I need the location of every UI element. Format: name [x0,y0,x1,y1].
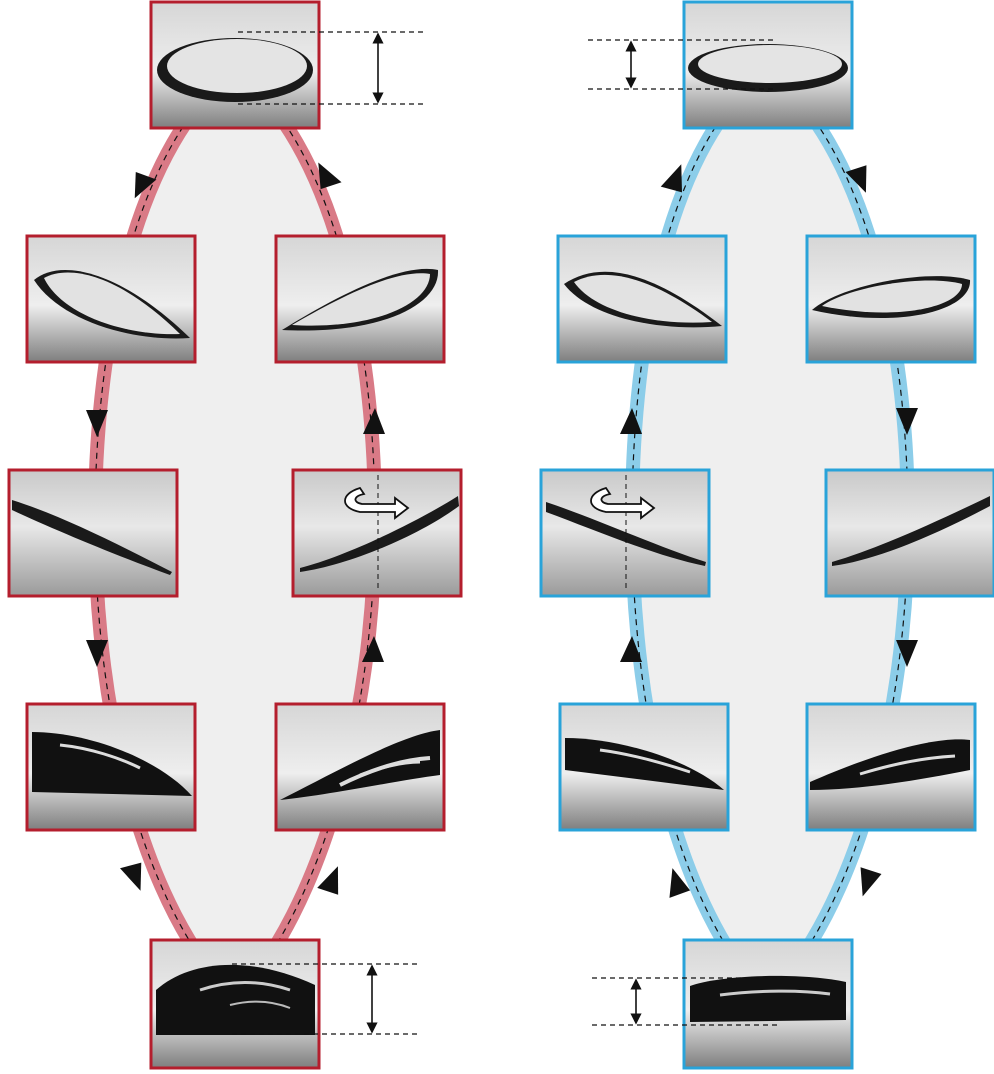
right-frame-upper-right [805,234,977,364]
right-top-height-marker [588,39,774,90]
flow-arrow-icon [620,408,642,434]
right-frame-lower-right [805,702,977,832]
right-bottom-height-marker [592,977,778,1026]
left-cycle [7,0,463,1070]
flow-arrow-icon [363,408,385,434]
flow-arrow-icon [362,636,384,662]
flow-arrow-icon [317,866,339,895]
left-frame-top [149,0,321,130]
left-bottom-height-marker [232,963,418,1035]
curved-arrow-icon [590,486,656,520]
right-frame-top [682,0,854,130]
left-top-height-marker [238,31,424,105]
right-frame-upper-left [556,234,728,364]
curved-arrow-icon [344,486,410,520]
flow-arrow-icon [860,867,882,897]
flow-arrow-icon [86,410,108,437]
flow-arrow-icon [120,862,142,891]
flow-arrow-icon [896,408,918,435]
left-frame-bottom [149,938,321,1070]
left-frame-upper-right [274,234,446,364]
left-frame-lower-left [25,702,197,832]
left-frame-lower-right [274,702,446,832]
flow-arrow-icon [660,164,683,193]
left-frame-middle-left [7,468,179,598]
flow-arrow-icon [134,171,157,199]
flow-arrow-icon [318,162,342,190]
flow-arrow-icon [896,640,918,667]
right-cycle [539,0,994,1070]
flow-arrow-icon [845,165,867,193]
right-frame-bottom [682,938,854,1070]
left-frame-middle-right [291,468,463,598]
right-frame-middle-right [824,468,994,598]
flow-arrow-icon [86,640,108,667]
left-frame-upper-left [25,234,197,364]
right-frame-lower-left [558,702,730,832]
right-frame-middle-left [539,468,711,598]
flow-arrow-icon [669,868,691,898]
flow-arrow-icon [620,636,642,662]
